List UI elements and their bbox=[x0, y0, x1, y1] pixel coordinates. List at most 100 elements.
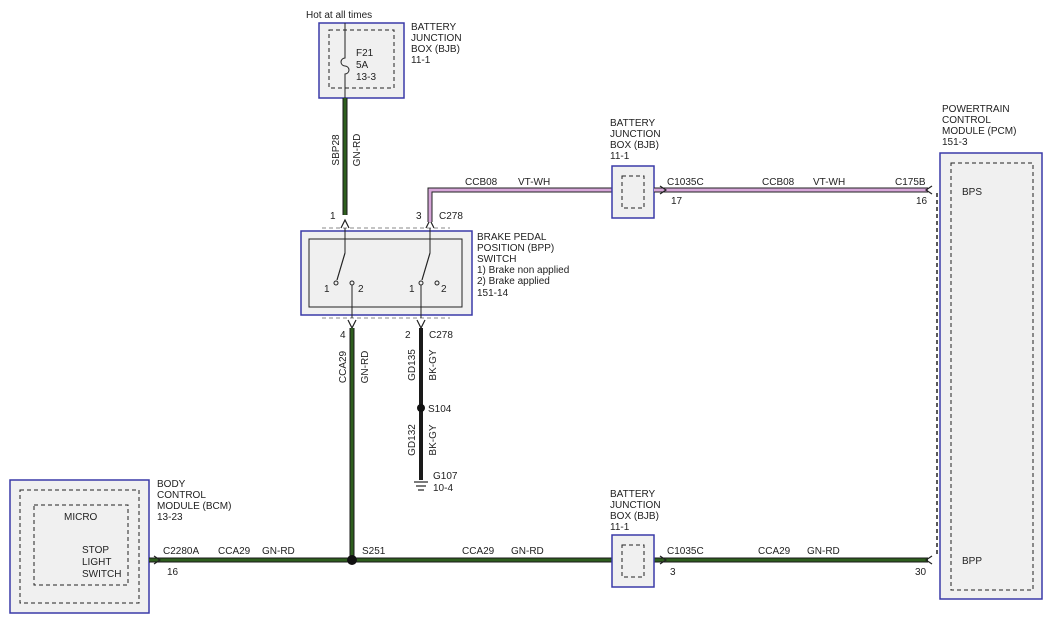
bpp-title-6: 151-14 bbox=[477, 288, 509, 299]
pcm-title-4: 151-3 bbox=[942, 137, 968, 148]
c175b-name: C175B bbox=[895, 177, 926, 188]
bpp-contact-label-2b: 2 bbox=[441, 284, 447, 295]
wire-ccb08-b: C1035C 17 CCB08 VT-WH C175B 16 bbox=[654, 177, 933, 207]
ccb08-b-circuit: CCB08 bbox=[762, 177, 795, 188]
fuse-symbol-icon bbox=[340, 23, 350, 98]
bcm-inner bbox=[19, 489, 140, 604]
wire-ccb08-a: CCB08 VT-WH bbox=[427, 177, 612, 222]
hot-at-all-times-label: Hot at all times bbox=[306, 10, 372, 21]
splice-s104-icon bbox=[417, 404, 425, 412]
bjb-lower-outline bbox=[611, 534, 655, 588]
bcm-title-1: BODY bbox=[157, 479, 186, 490]
wire-sbp28: SBP28 GN-RD bbox=[331, 98, 363, 215]
connector-pin-icon bbox=[659, 185, 668, 195]
bjb-lower-title-4: 11-1 bbox=[610, 522, 630, 533]
fuse-box-outline bbox=[318, 22, 405, 99]
cca29-b-color: GN-RD bbox=[511, 546, 544, 557]
bpp-title-1: BRAKE PEDAL bbox=[477, 232, 547, 243]
pcm-pin-bpp: BPP bbox=[962, 556, 982, 567]
cca29-vert-color: GN-RD bbox=[360, 351, 371, 384]
bpp-title-3: SWITCH bbox=[477, 254, 516, 265]
c1035c-lower-name: C1035C bbox=[667, 546, 704, 557]
bjb-upper-outline bbox=[611, 165, 655, 219]
fuse-name: F21 bbox=[356, 48, 374, 59]
bcm-title-3: MODULE (BCM) bbox=[157, 501, 231, 512]
c278-bottom-name: C278 bbox=[429, 330, 453, 341]
bjb-lower-title-1: BATTERY bbox=[610, 489, 656, 500]
sbp28-circuit: SBP28 bbox=[331, 134, 342, 166]
cca29-c-color: GN-RD bbox=[807, 546, 840, 557]
ccb08-a-circuit: CCB08 bbox=[465, 177, 498, 188]
bpp-switch: 1 2 1 2 BRAKE PEDAL POSITION (BPP) SWITC… bbox=[300, 227, 569, 319]
pcm-title-3: MODULE (PCM) bbox=[942, 126, 1016, 137]
bcm-micro-box bbox=[33, 504, 129, 586]
c1035c-upper-pin: 17 bbox=[671, 196, 683, 207]
bpp-switch-inner bbox=[308, 238, 463, 308]
pcm-outline bbox=[939, 152, 1043, 600]
ccb08-a-color: VT-WH bbox=[518, 177, 550, 188]
cca29-vert-circuit: CCA29 bbox=[338, 350, 349, 383]
bpp-switch-outline bbox=[300, 230, 473, 316]
bpp-contact-label-1b: 1 bbox=[409, 284, 415, 295]
cca29-c-circuit: CCA29 bbox=[758, 546, 791, 557]
splice-s104-label: S104 bbox=[428, 404, 452, 415]
bcm-micro-label: MICRO bbox=[64, 512, 98, 523]
bjb-upper-inner bbox=[621, 175, 645, 209]
connector-pin-icon bbox=[153, 555, 162, 565]
bjb-upper-title-1: BATTERY bbox=[610, 118, 656, 129]
ground-name: G107 bbox=[433, 471, 458, 482]
bcm-title-4: 13-23 bbox=[157, 512, 183, 523]
fuse-box-title-2: JUNCTION bbox=[411, 33, 462, 44]
connector-c278-top: 1 3 C278 bbox=[330, 211, 463, 229]
c175b-lower-pin: 30 bbox=[915, 567, 927, 578]
bpp-contact-label-2a: 2 bbox=[358, 284, 364, 295]
connector-pin-icon bbox=[416, 319, 426, 330]
connector-pin-icon bbox=[340, 218, 350, 229]
cca29-b-circuit: CCA29 bbox=[462, 546, 495, 557]
fuse-box-title-1: BATTERY bbox=[411, 22, 457, 33]
c1035c-lower-pin: 3 bbox=[670, 567, 676, 578]
fuse-ref: 13-3 bbox=[356, 72, 376, 83]
bpp-title-5: 2) Brake applied bbox=[477, 276, 550, 287]
bcm-stop-label-2: LIGHT bbox=[82, 557, 111, 568]
connector-c278-bottom: 4 2 C278 bbox=[340, 319, 453, 341]
bpp-title-4: 1) Brake non applied bbox=[477, 265, 569, 276]
pcm-title-1: POWERTRAIN bbox=[942, 104, 1010, 115]
wire-cca29-lower: C2280A 16 CCA29 GN-RD S251 CCA29 GN-RD C… bbox=[149, 546, 933, 578]
fuse-box-inner bbox=[328, 29, 395, 89]
pcm-title-2: CONTROL bbox=[942, 115, 991, 126]
bpp-contact-label-1a: 1 bbox=[324, 284, 330, 295]
wire-cca29-vertical: CCA29 GN-RD bbox=[338, 328, 371, 560]
bjb-upper: BATTERY JUNCTION BOX (BJB) 11-1 bbox=[610, 118, 661, 219]
switch-blade-icon bbox=[421, 252, 431, 281]
bjb-lower: BATTERY JUNCTION BOX (BJB) 11-1 bbox=[610, 489, 661, 588]
bjb-upper-title-2: JUNCTION bbox=[610, 129, 661, 140]
c278-pin-1: 1 bbox=[330, 211, 336, 222]
bpp-title-2: POSITION (BPP) bbox=[477, 243, 554, 254]
ccb08-b-color: VT-WH bbox=[813, 177, 845, 188]
switch-contact-icon bbox=[434, 280, 440, 286]
bjb-lower-title-3: BOX (BJB) bbox=[610, 511, 659, 522]
c278-top-name: C278 bbox=[439, 211, 463, 222]
bjb-upper-title-3: BOX (BJB) bbox=[610, 140, 659, 151]
bcm-outline bbox=[9, 479, 150, 614]
connector-pin-icon bbox=[924, 555, 933, 565]
switch-contact-icon bbox=[333, 280, 339, 286]
c2280a-pin: 16 bbox=[167, 567, 179, 578]
c1035c-upper-name: C1035C bbox=[667, 177, 704, 188]
ground-ref: 10-4 bbox=[433, 483, 453, 494]
connector-pin-icon bbox=[347, 319, 357, 330]
connector-pin-icon bbox=[659, 555, 668, 565]
pcm-pin-bps: BPS bbox=[962, 187, 982, 198]
pcm-module: POWERTRAIN CONTROL MODULE (PCM) 151-3 BP… bbox=[936, 104, 1043, 600]
c278-pin-3: 3 bbox=[416, 211, 422, 222]
bjb-lower-title-2: JUNCTION bbox=[610, 500, 661, 511]
fuse-box-title-3: BOX (BJB) bbox=[411, 44, 460, 55]
gd135-circuit: GD135 bbox=[407, 349, 418, 381]
bcm-module: MICRO STOP LIGHT SWITCH BODY CONTROL MOD… bbox=[9, 479, 231, 614]
fuse-box: Hot at all times F21 5A 13-3 BATTERY JUN… bbox=[306, 10, 462, 99]
bcm-stop-label-1: STOP bbox=[82, 545, 109, 556]
gd132-color: BK-GY bbox=[428, 424, 439, 455]
ground-icon bbox=[414, 481, 428, 491]
